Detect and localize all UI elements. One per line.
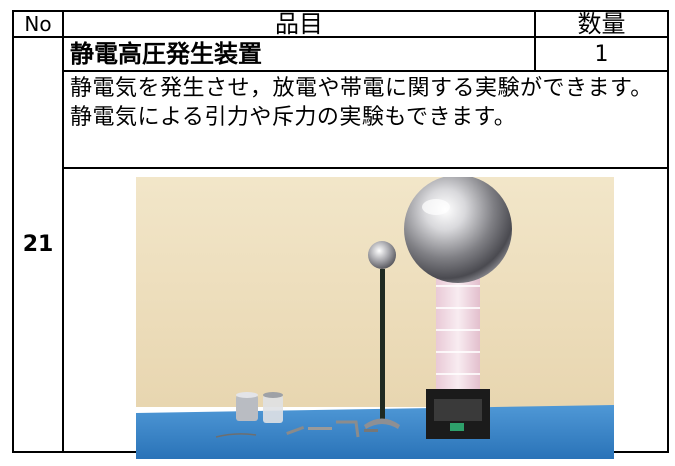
description-row: 静電気を発生させ，放電や帯電に関する実験ができます。静電気による引力や斥力の実験… <box>13 70 669 169</box>
switch <box>450 423 464 431</box>
header-item: 品目 <box>62 10 536 38</box>
header-no: No <box>12 10 64 38</box>
glass-jar <box>263 395 283 423</box>
wall <box>136 177 614 407</box>
stand-base <box>364 418 400 429</box>
item-name: 静電高圧発生装置 <box>62 36 536 72</box>
equipment-photo <box>136 177 614 459</box>
header-quantity: 数量 <box>534 10 669 38</box>
header-row: No 品目 数量 <box>12 10 669 38</box>
discharge-rod <box>380 269 385 419</box>
item-name-row: 21 静電高圧発生装置 1 <box>12 36 669 453</box>
discharge-sphere <box>368 241 396 269</box>
collector-dome <box>404 177 512 283</box>
wire <box>215 433 257 438</box>
item-quantity: 1 <box>534 36 669 72</box>
photo-cell <box>62 167 669 459</box>
item-number: 21 <box>12 36 64 453</box>
van-de-graaff-photo <box>136 177 614 459</box>
photo-row <box>13 167 669 459</box>
item-description: 静電気を発生させ，放電や帯電に関する実験ができます。静電気による引力や斥力の実験… <box>62 70 669 169</box>
equipment-table: No 品目 数量 21 静電高圧発生装置 1 静電気を発生させ，放電や帯電に関す… <box>12 10 669 459</box>
metal-can <box>236 395 258 421</box>
tool <box>286 425 305 435</box>
